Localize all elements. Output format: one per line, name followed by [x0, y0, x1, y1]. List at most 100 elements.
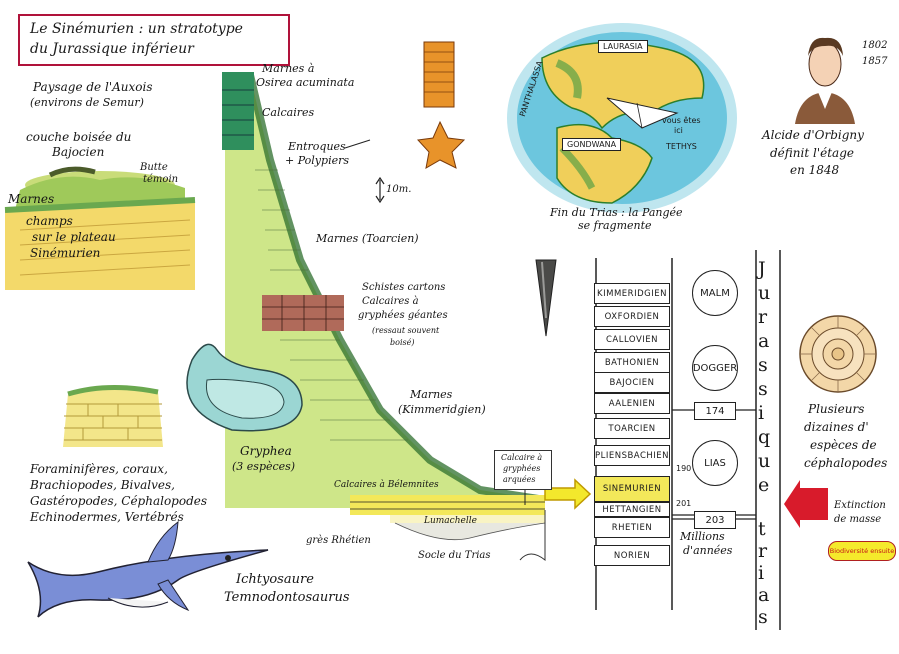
- stage-pliensbachien: PLIENSBACHIEN: [594, 445, 670, 466]
- stage-norien: NORIEN: [594, 545, 670, 566]
- jurassique-letter: u: [758, 282, 771, 304]
- ammonite-drawing: [799, 315, 877, 393]
- champs-label1: champs: [26, 214, 73, 228]
- jurassique-letter: s: [758, 378, 768, 400]
- belemnite-drawing: [535, 259, 557, 337]
- trias-letter: t: [758, 518, 766, 540]
- biodiversity-badge: Biodiversité ensuite: [828, 541, 896, 561]
- ammonite-cap2: dizaines d': [804, 420, 869, 434]
- calcaires-label: Calcaires: [262, 106, 315, 119]
- stage-callovien: CALLOVIEN: [594, 329, 670, 350]
- portrait-cap1: Alcide d'Orbigny: [762, 128, 864, 142]
- schistes-2: Calcaires à: [362, 296, 419, 307]
- scale-label: 10m.: [386, 184, 412, 195]
- calc-gryphees-1: Calcaire à: [501, 453, 543, 462]
- landscape-heading2: (environs de Semur): [30, 96, 144, 109]
- ammonite-cap1: Plusieurs: [808, 402, 865, 416]
- landscape-drawing: [4, 166, 196, 290]
- gondwana-label: GONDWANA: [562, 138, 622, 151]
- laurasia-label: LAURASIA: [598, 40, 648, 53]
- trias-letter: a: [758, 584, 770, 606]
- ichthyosaur-cap2: Temnodontosaurus: [224, 590, 350, 605]
- entroques-label1: Entroques: [288, 140, 346, 153]
- calc-gryphees-2: gryphées: [503, 464, 541, 473]
- schistes-5: boisé): [390, 338, 415, 347]
- jurassique-letter: s: [758, 354, 768, 376]
- portrait-cap2: définit l'étage: [770, 146, 854, 160]
- epoch-lias: LIAS: [692, 440, 738, 486]
- champs-label3: Sinémurien: [30, 246, 101, 260]
- limestone-block: [63, 385, 163, 447]
- stage-bathonien: BATHONIEN: [594, 352, 670, 373]
- fauna-line1: Foraminifères, coraux,: [30, 462, 168, 476]
- extinction-line1: Extinction: [834, 500, 886, 511]
- pangea-map: [507, 23, 737, 213]
- ammonite-cap4: céphalopodes: [804, 456, 888, 470]
- marnes-osirea-1: Marnes à: [262, 62, 315, 75]
- age-203: 203: [694, 511, 736, 529]
- title-box: Le Sinémurien : un stratotype du Jurassi…: [18, 14, 290, 66]
- portrait-years2: 1857: [862, 56, 888, 67]
- gryphea-cap2: (3 espèces): [232, 460, 296, 473]
- butte-label2: témoin: [143, 174, 179, 185]
- marnes-osirea-2: Osirea acuminata: [256, 76, 355, 89]
- champs-label2: sur le plateau: [32, 230, 116, 244]
- portrait-cap3: en 1848: [790, 163, 840, 177]
- age-174: 174: [694, 402, 736, 420]
- gres-label: grès Rhétien: [306, 535, 371, 546]
- epoch-dogger: DOGGER: [692, 345, 738, 391]
- vous-label2: ici: [674, 126, 683, 135]
- landscape-heading1: Paysage de l'Auxois: [33, 80, 153, 94]
- stage-oxfordien: OXFORDIEN: [594, 306, 670, 327]
- fauna-line3: Gastéropodes, Céphalopodes: [30, 494, 208, 508]
- portrait-years1: 1802: [862, 40, 888, 51]
- extinction-line2: de masse: [834, 514, 882, 525]
- crinoid-drawing: [416, 41, 466, 169]
- map-caption1: Fin du Trias : la Pangée: [550, 206, 683, 219]
- portrait-drawing: [795, 37, 855, 124]
- jurassique-letter: e: [758, 474, 770, 496]
- ammonite-cap3: espèces de: [810, 438, 877, 452]
- millions-label2: d'années: [683, 544, 733, 557]
- stage-rhetien: RHETIEN: [594, 517, 670, 538]
- millions-label1: Millions: [680, 530, 725, 543]
- stage-aalenien: AALENIEN: [594, 393, 670, 414]
- schistes-3: gryphées géantes: [358, 310, 448, 321]
- stage-bajocien: BAJOCIEN: [594, 372, 670, 393]
- jurassique-letter: q: [758, 426, 771, 448]
- vous-label1: vous êtes: [662, 116, 701, 125]
- jurassique-letter: i: [758, 402, 765, 424]
- trias-letter: s: [758, 606, 768, 628]
- fauna-line4: Echinodermes, Vertébrés: [30, 510, 184, 524]
- marnes-kimm-1: Marnes: [410, 388, 453, 401]
- age-201: 201: [676, 499, 692, 508]
- age-190: 190: [676, 464, 692, 473]
- marnes-toarcien: Marnes (Toarcien): [316, 232, 419, 245]
- gryphea-cap1: Gryphea: [240, 444, 292, 458]
- stage-sinemurien: SINEMURIEN: [594, 476, 670, 502]
- socle-label: Socle du Trias: [418, 550, 491, 561]
- bajocien-label1: couche boisée du: [26, 130, 132, 144]
- title-line2: du Jurassique inférieur: [30, 41, 194, 57]
- lumachelle-label: Lumachelle: [424, 516, 477, 526]
- marnes-kimm-2: (Kimmeridgien): [398, 403, 486, 416]
- map-caption2: se fragmente: [578, 219, 652, 232]
- calcaire-gryphees-box: Calcaire à gryphées arquées: [494, 450, 552, 490]
- calc-belemnites: Calcaires à Bélemnites: [334, 480, 439, 490]
- gryphea-drawing: [186, 343, 303, 432]
- stage-toarcien: TOARCIEN: [594, 418, 670, 439]
- fauna-line2: Brachiopodes, Bivalves,: [30, 478, 175, 492]
- butte-label1: Butte: [140, 162, 168, 173]
- schistes-4: (ressaut souvent: [372, 326, 440, 335]
- jurassique-letter: u: [758, 450, 771, 472]
- calc-gryphees-3: arquées: [503, 475, 536, 484]
- tethys-label: TETHYS: [666, 142, 697, 151]
- jurassique-letter: a: [758, 330, 770, 352]
- bajocien-label2: Bajocien: [52, 145, 105, 159]
- stage-hettangien: HETTANGIEN: [594, 502, 670, 517]
- epoch-malm: MALM: [692, 270, 738, 316]
- marnes-label: Marnes: [8, 192, 55, 206]
- trias-letter: r: [758, 540, 768, 562]
